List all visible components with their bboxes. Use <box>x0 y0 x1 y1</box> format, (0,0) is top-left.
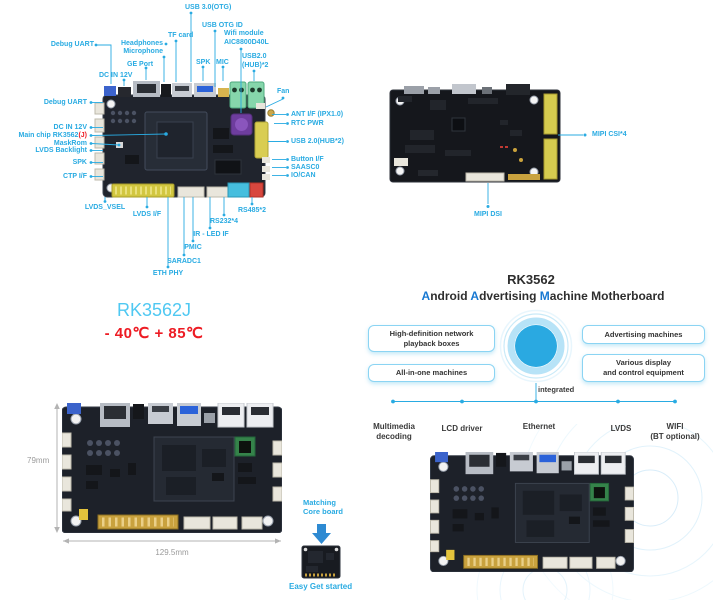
angled-board-photo <box>430 452 633 572</box>
label-fan: Fan <box>277 88 290 95</box>
app-title: RK3562 <box>507 272 555 287</box>
label-rs485: RS485*2 <box>237 207 267 214</box>
label-usb-otg-id: USB OTG ID <box>202 22 243 29</box>
down-arrow-icon <box>312 524 331 544</box>
front-board-photo <box>94 81 275 198</box>
label-ir-led-if: IR - LED IF <box>193 231 229 238</box>
label-ctp-if: CTP I/F <box>63 173 87 180</box>
label-lvds-vsel: LVDS_VSEL <box>84 204 126 211</box>
leader-dots <box>89 11 289 269</box>
label-usb20-hub2: USB 2.0(HUB*2) <box>291 138 344 145</box>
label-button-if: Button I/F <box>291 156 324 163</box>
label-main-chip: Main chip RK3562(J) <box>18 132 87 139</box>
label-headphones: Headphones <box>120 40 163 47</box>
use-case-advertising-machines: Advertising machines <box>582 325 705 344</box>
label-maskrom: MaskRom <box>53 140 87 147</box>
label-wifi-module-1: Wifi module <box>224 30 264 37</box>
label-wifi-module-2: AIC8800D40L <box>224 39 269 46</box>
core-board-caption-1: Matching <box>303 498 336 507</box>
feature-ethernet: Ethernet <box>522 422 556 431</box>
temp-range: - 40℃ + 85℃ <box>104 325 204 342</box>
back-board-photo <box>389 84 561 183</box>
label-io-can: IO/CAN <box>291 172 316 179</box>
label-usb3-otg: USB 3.0(OTG) <box>185 4 232 11</box>
label-mipi-csi: MIPI CSI*4 <box>592 131 627 138</box>
integrated-label: integrated <box>538 385 575 394</box>
label-eth-phy: ETH PHY <box>152 270 184 277</box>
dimension-width: 129.5mm <box>155 548 189 557</box>
integration-hub <box>391 309 677 404</box>
dimension-drawing <box>54 403 282 544</box>
label-debug-uart-top: Debug UART <box>50 41 94 48</box>
label-mic: MIC <box>216 59 229 66</box>
label-saradc1: SARADC1 <box>167 258 201 265</box>
label-saasc0: SAASC0 <box>291 164 320 171</box>
feature-lcd-driver: LCD driver <box>441 424 483 433</box>
label-rtc-pwr: RTC PWR <box>291 120 324 127</box>
label-rs232: RS232*4 <box>209 218 239 225</box>
feature-lvds: LVDS <box>610 424 632 433</box>
back-leader-lines <box>486 133 587 208</box>
label-pmic: PMIC <box>184 244 202 251</box>
label-debug-uart-left: Debug UART <box>43 99 87 106</box>
label-ant-if: ANT I/F (IPX1.0) <box>291 111 344 118</box>
label-microphone: Microphone <box>123 48 163 55</box>
label-tf-card: TF card <box>168 32 194 39</box>
core-board-photo <box>301 524 341 579</box>
core-board-caption-2: Core board <box>303 507 344 516</box>
label-ge-port: GE Port <box>127 61 154 68</box>
front-leader-lines <box>89 11 289 269</box>
label-spk-left: SPK <box>72 159 87 166</box>
use-case-all-in-one: All-in-one machines <box>368 364 495 382</box>
chip-model: RK3562J <box>116 300 192 320</box>
feature-wifi: WIFI(BT optional) <box>650 422 700 442</box>
label-dc-in-12v-left: DC IN 12V <box>53 124 87 131</box>
label-dc-in-12v-top: DC IN 12V <box>99 72 133 79</box>
label-mipi-dsi: MIPI DSI <box>473 211 502 218</box>
label-usb20-hub-2: (HUB)*2 <box>242 62 269 69</box>
core-board-tagline: Easy Get started <box>289 582 353 591</box>
label-usb20-hub-1: USB2.0 <box>242 53 267 60</box>
label-spk-top: SPK <box>196 59 211 66</box>
label-lvds-backlight: LVDS Backlight <box>35 147 87 154</box>
main-chip-variant: (J) <box>78 132 87 139</box>
dimension-height: 79mm <box>27 456 50 465</box>
app-subtitle: Android Advertising Machine Motherboard <box>421 289 665 303</box>
label-lvds-if: LVDS I/F <box>132 211 162 218</box>
